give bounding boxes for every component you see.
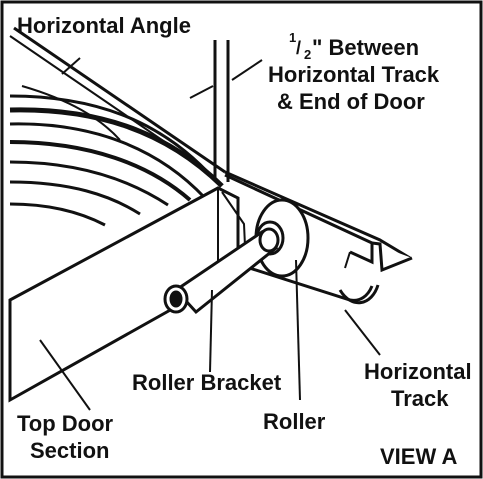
label-half-inch-denominator: 2 (304, 47, 311, 62)
label-roller-bracket: Roller Bracket (132, 370, 282, 395)
label-half-inch-slash: / (296, 38, 301, 58)
label-roller: Roller (263, 409, 326, 434)
label-view-a: VIEW A (380, 444, 458, 469)
horizontal-angle (9, 26, 411, 260)
label-horizontal-track-a: Horizontal (364, 359, 472, 384)
label-end-of-door-line: & End of Door (277, 89, 425, 114)
curved-track-rails (9, 85, 224, 227)
leader-lines (39, 57, 381, 411)
label-horizontal-track-line: Horizontal Track (268, 62, 440, 87)
label-half-inch-between: 1 / 2 " Between (289, 30, 419, 62)
gap-indicator (213, 40, 230, 182)
label-horizontal-angle: Horizontal Angle (17, 13, 191, 38)
top-door-section (8, 186, 247, 403)
label-half-inch-rest: " Between (312, 35, 419, 60)
roller-bracket (163, 227, 280, 315)
label-half-inch-numerator: 1 (289, 30, 296, 45)
label-top-door-section-b: Section (30, 438, 109, 463)
label-top-door-section-a: Top Door (17, 411, 114, 436)
label-horizontal-track-b: Track (391, 386, 449, 411)
